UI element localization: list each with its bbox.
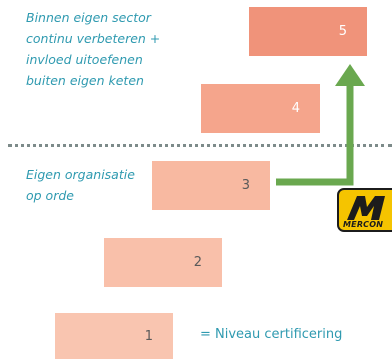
legend-text: = Niveau certificering <box>200 327 343 342</box>
step-5-number: 5 <box>338 24 347 39</box>
step-4-number: 4 <box>291 101 300 116</box>
mercon-logo: MERCON <box>337 188 392 232</box>
step-level-4: 4 <box>201 84 320 133</box>
annotation-middle: Eigen organisatie op orde <box>26 167 135 203</box>
step-level-1: 1 <box>55 313 173 359</box>
mercon-logo-text: MERCON <box>343 220 384 229</box>
step-level-2: 2 <box>104 238 222 287</box>
step-3-number: 3 <box>241 178 250 193</box>
step-level-5: 5 <box>249 7 367 56</box>
annotation-top: Binnen eigen sector continu verbeteren +… <box>26 10 161 88</box>
step-1-number: 1 <box>144 328 153 344</box>
mercon-logo-mark <box>347 196 385 220</box>
step-level-3: 3 <box>152 161 270 210</box>
growth-arrow-shaft <box>276 86 354 186</box>
step-2-number: 2 <box>193 255 202 270</box>
growth-arrow-head <box>335 64 365 86</box>
section-divider <box>8 144 392 147</box>
